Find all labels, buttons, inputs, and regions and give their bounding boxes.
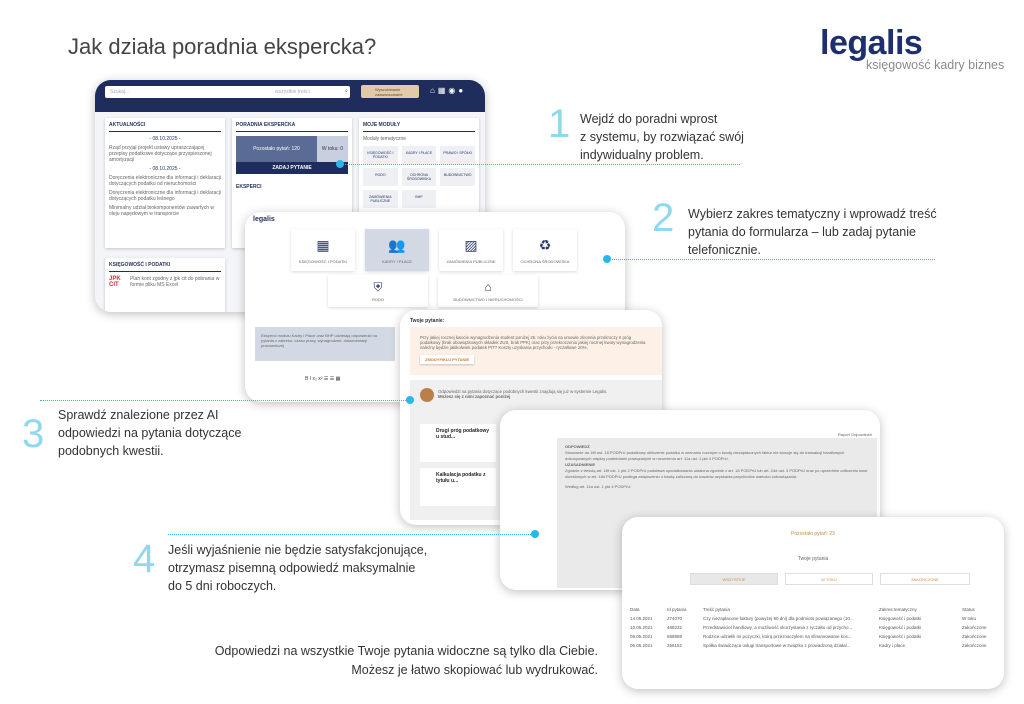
editor-toolbar[interactable]: B I x₂ x² ☰ ☰ ▦ (305, 376, 341, 382)
people-icon: 👥 (388, 237, 406, 253)
questions-heading: Twoje pytania (797, 556, 829, 562)
result-card[interactable]: Kalkulacja podatku z tytułu u... (420, 468, 496, 506)
justification-heading: UZASADNIENIE (565, 462, 596, 467)
connector-line (340, 164, 740, 165)
connector-dot (406, 396, 414, 404)
shield-icon: ⛨ (373, 280, 383, 294)
page-title: Jak działa poradnia ekspercka? (68, 34, 377, 59)
search-scope-select[interactable]: wszystkie treści (275, 89, 310, 95)
advice-title: PORADNIA EKSPERCKA (236, 122, 348, 132)
connector-line (40, 400, 410, 401)
advanced-search-badge[interactable]: Wyszukiwanie zaawansowane (361, 85, 419, 98)
answer-heading: ODPOWIEDŹ (565, 444, 590, 449)
connector-dot (336, 160, 344, 168)
logo-tagline: księgowość kadry biznes (866, 58, 1005, 72)
question-heading: Twoje pytanie: (410, 318, 445, 324)
screenshot-questions-list: Pozostało pytań: 23 Twoje pytania WSZYST… (622, 517, 1004, 689)
question-box: Przy jakiej rocznej kwocie wynagrodzenia… (410, 327, 662, 375)
module-tile[interactable]: PRAWO I SPÓŁKI (440, 146, 475, 164)
step-4-text: Jeśli wyjaśnienie nie będzie satysfakcjo… (168, 543, 428, 593)
step-number: 3 (22, 412, 45, 456)
ask-question-button[interactable]: ZADAJ PYTANIE (236, 162, 348, 174)
module-tile[interactable]: BUDOWNICTWO (440, 168, 475, 186)
search-icon[interactable]: ⌕ (345, 88, 348, 94)
connector-line (608, 259, 935, 260)
tax-item[interactable]: Plan kont zgodny z jpk cit do pobrania w… (130, 276, 220, 288)
topic-tile-environment[interactable]: ♻OCHRONA ŚRODOWISKA (513, 229, 577, 271)
step-number: 4 (133, 537, 156, 581)
news-title: AKTUALNOŚCI (109, 122, 221, 132)
module-tile[interactable]: BHP (401, 190, 437, 208)
news-date: - 08.10.2025 - (149, 136, 181, 142)
module-tile[interactable]: RODO (363, 168, 398, 186)
document-icon: ▨ (464, 237, 478, 253)
recycle-icon: ♻ (538, 237, 552, 253)
topic-tile-procurement[interactable]: ▨ZAMÓWIENIA PUBLICZNE (439, 229, 503, 271)
screenshot-dashboard: Szukaj... wszystkie treści ⌕ Wyszukiwani… (95, 80, 485, 312)
connector-line (168, 534, 535, 535)
question-text: Przy jakiej rocznej kwocie wynagrodzenia… (420, 335, 646, 350)
jpk-cit-label: JPK CIT (109, 276, 121, 288)
module-tile[interactable]: KSIĘGOWOŚĆ I PODATKI (363, 146, 398, 164)
news-panel: AKTUALNOŚCI - 08.10.2025 - Rząd przyjął … (105, 118, 225, 248)
legalis-logo: legalis księgowość kadry biznes (820, 24, 1004, 72)
module-tile[interactable]: ZAMÓWIENIA PUBLICZNE (363, 190, 398, 208)
topic-tile-rodo[interactable]: ⛨RODO (328, 275, 428, 307)
module-info-box: Eksperci modułu Kadry i Płace oraz BHP u… (255, 327, 395, 361)
modules-subtitle: Moduły tematyczne (363, 136, 407, 142)
news-item[interactable]: Minimalny udział biokomponentów zawartyc… (109, 205, 215, 217)
house-icon: ⌂ (484, 280, 492, 294)
connector-dot (603, 255, 611, 263)
result-card[interactable]: Drugi próg podatkowy u stud... (420, 424, 496, 462)
justification-text: Według art. 11a ust. 1 pkt 4 PODPrU: (565, 484, 632, 489)
in-progress-count: W toku: 0 (316, 136, 348, 162)
topic-tile-accounting[interactable]: ▦KSIĘGOWOŚĆ I PODATKI (291, 229, 355, 271)
legalis-small-logo: legalis (253, 216, 275, 223)
module-tile[interactable]: KADRY I PŁACE (401, 146, 437, 164)
connector-dot (531, 530, 539, 538)
filter-completed-button[interactable]: ZAKOŃCZONE (880, 573, 970, 585)
header-icons[interactable]: ⌂▦◉● (430, 86, 467, 95)
search-input[interactable]: Szukaj... (105, 86, 350, 98)
experts-heading: EKSPERCI (236, 184, 262, 190)
calculator-icon: ▦ (316, 237, 330, 253)
step-2-text: Wybierz zakres tematyczny i wprowadź tre… (688, 207, 937, 257)
logo-name: legalis (820, 24, 923, 62)
step-number: 2 (652, 196, 675, 240)
news-date: - 08.10.2025 - (149, 166, 181, 172)
remaining-questions: Pozostało pytań: 23 (791, 531, 835, 537)
topic-tile-hr[interactable]: 👥KADRY I PŁACE (365, 229, 429, 271)
modify-question-button[interactable]: ZMODYFIKUJ PYTANIE (420, 355, 475, 364)
filter-in-progress-button[interactable]: W TOKU (785, 573, 873, 585)
news-item[interactable]: Doręczenia elektroniczne dla informacji … (109, 175, 221, 187)
tax-panel: KSIĘGOWOŚĆ I PODATKI JPK CIT Plan kont z… (105, 258, 225, 312)
topic-tile-construction[interactable]: ⌂BUDOWNICTWO I NIERUCHOMOŚCI (438, 275, 538, 307)
justification-text: Zgodnie z treścią art. 18f ust. 1 pkt 2 … (565, 468, 868, 479)
filter-all-button[interactable]: WSZYSTKIE (690, 573, 778, 585)
module-tile[interactable]: OCHRONA ŚRODOWISKA (401, 168, 437, 186)
top-bar: Szukaj... wszystkie treści ⌕ Wyszukiwani… (95, 80, 485, 112)
remaining-questions: Pozostało pytań: 120 (236, 136, 317, 162)
news-item[interactable]: Doręczenia elektroniczne dla informacji … (109, 190, 221, 202)
ai-info: Odpowiedzi na pytania dotyczące podobnyc… (438, 389, 608, 399)
report-link[interactable]: Raport Odpowiedzi (837, 432, 872, 437)
step-number: 1 (548, 102, 571, 146)
chat-icon (420, 388, 434, 402)
answer-text: Stosownie do 18f ust. 18 PODPrU podatkow… (565, 450, 845, 461)
footer-note: Odpowiedzi na wszystkie Twoje pytania wi… (214, 644, 598, 677)
modules-title: MOJE MODUŁY (363, 122, 475, 132)
tax-title: KSIĘGOWOŚĆ I PODATKI (109, 262, 221, 272)
news-item[interactable]: Rząd przyjął projekt ustawy upraszczając… (109, 145, 212, 163)
